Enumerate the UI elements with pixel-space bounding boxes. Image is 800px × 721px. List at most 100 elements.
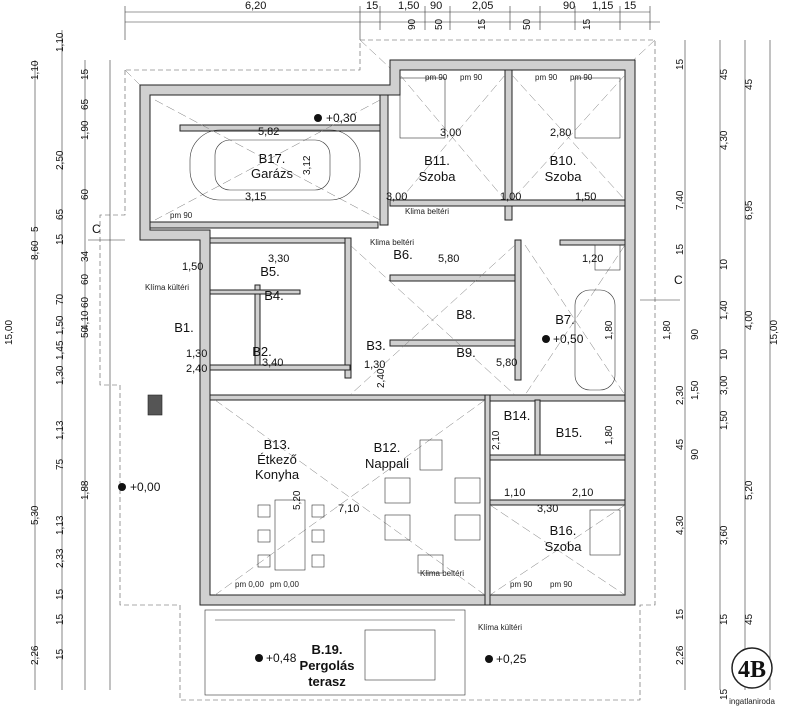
inner-dim-24: 2,40 bbox=[186, 363, 207, 375]
room-b3-code: B3. bbox=[366, 338, 386, 353]
inner-dim-12: 1,30 bbox=[364, 359, 385, 371]
room-b15-code: B15. bbox=[556, 425, 583, 440]
room-b2-code: B2. bbox=[252, 344, 272, 359]
room-b5-code: B5. bbox=[260, 264, 280, 279]
inner-dim-2: 3,15 bbox=[245, 191, 266, 203]
inner-dim-0: 5,82 bbox=[258, 126, 279, 138]
room-b19-name: Pergolás bbox=[300, 658, 355, 673]
dim-right-12: 4,00 bbox=[744, 310, 755, 330]
level-outside: +0,00 bbox=[130, 480, 161, 494]
inner-dim-1: 3,12 bbox=[302, 155, 313, 175]
dim-left-9: 5 bbox=[30, 226, 41, 232]
dim-left-1: 1,10 bbox=[55, 32, 66, 52]
note-pm90-1: pm 90 bbox=[425, 73, 448, 82]
dim-right-21: 4,30 bbox=[675, 515, 686, 535]
level-marker-icon bbox=[118, 483, 126, 491]
dim-top-4: 2,05 bbox=[472, 0, 493, 12]
dim-top-1: 15 bbox=[366, 0, 378, 12]
level-marker-icon bbox=[485, 655, 493, 663]
dim-left-7: 65 bbox=[55, 208, 66, 220]
room-b12-name: Nappali bbox=[365, 456, 409, 471]
note-klima-out-2: Klíma kültéri bbox=[478, 623, 522, 632]
top-dimension-chain: 6,20 15 1,50 90 2,05 90 1,15 15 90 50 15… bbox=[124, 0, 660, 40]
section-mark-right: C bbox=[674, 273, 683, 287]
level-marker-icon bbox=[542, 335, 550, 343]
dim-left-0: 1,10 bbox=[30, 60, 41, 80]
room-b13-name2: Konyha bbox=[255, 467, 300, 482]
room-diagonals bbox=[154, 74, 626, 596]
note-klima-1: Klima beltéri bbox=[405, 207, 449, 216]
dim-left-13: 60 bbox=[80, 273, 91, 285]
inner-dim-16: 7,10 bbox=[338, 503, 359, 515]
note-klima-out-1: Klíma kültéri bbox=[145, 283, 189, 292]
dim-left-30: 15,00 bbox=[4, 320, 15, 345]
inner-dim-18: 3,30 bbox=[537, 503, 558, 515]
room-b17-name: Garázs bbox=[251, 166, 293, 181]
dim-right-0: 15 bbox=[675, 58, 686, 70]
note-pm000-2: pm 0,00 bbox=[270, 580, 299, 589]
note-pm90-3: pm 90 bbox=[535, 73, 558, 82]
room-b4-code: B4. bbox=[264, 288, 284, 303]
right-dimension-chains: 15 45 4,30 6,95 7,40 45 10 1,40 1,80 15 … bbox=[662, 40, 780, 700]
room-b16-name: Szoba bbox=[545, 539, 583, 554]
note-pm90-4: pm 90 bbox=[570, 73, 593, 82]
dim-left-20: 1,88 bbox=[80, 480, 91, 500]
room-b13-name: Étkező bbox=[257, 452, 297, 467]
external-walls bbox=[139, 59, 636, 606]
dim-left-11: 1,45 bbox=[55, 340, 66, 360]
dim-left-23: 2,33 bbox=[55, 548, 66, 568]
inner-dim-8: 5,80 bbox=[438, 253, 459, 265]
room-b8-code: B8. bbox=[456, 307, 476, 322]
note-pm90-6: pm 90 bbox=[510, 580, 533, 589]
dim-top-6: 1,15 bbox=[592, 0, 613, 12]
inner-dim-4: 2,80 bbox=[550, 127, 571, 139]
dim-left-29: 8,60 bbox=[30, 240, 41, 260]
logo-text: ingatlaniroda bbox=[729, 697, 775, 706]
dim-top-9: 50 bbox=[434, 18, 445, 30]
inner-dim-20: 1,10 bbox=[504, 487, 525, 499]
inner-dimensions: 5,82 3,12 3,15 3,00 2,80 3,00 1,00 1,50 … bbox=[182, 126, 615, 515]
dim-left-24: 15 bbox=[55, 588, 66, 600]
dim-top-11: 50 bbox=[522, 18, 533, 30]
dim-left-12: 34 bbox=[80, 250, 91, 262]
level-b7: +0,50 bbox=[553, 332, 584, 346]
dim-right-18: 3,00 bbox=[719, 375, 730, 395]
dim-right-24: 45 bbox=[744, 613, 755, 625]
room-labels: B17. Garázs B11. Szoba B10. Szoba B6. B5… bbox=[174, 151, 582, 689]
dim-top-8: 90 bbox=[407, 18, 418, 30]
bathtub-icon bbox=[574, 244, 621, 391]
dim-top-12: 15 bbox=[582, 18, 593, 30]
chimney-hatch bbox=[147, 394, 163, 416]
dim-right-15: 1,50 bbox=[719, 410, 730, 430]
level-marker-icon bbox=[314, 114, 322, 122]
inner-dim-14: 2,40 bbox=[376, 368, 387, 388]
dim-right-14: 2,30 bbox=[675, 385, 686, 405]
bed-icon bbox=[399, 77, 621, 556]
dining-table-icon bbox=[257, 499, 325, 571]
dim-right-2: 4,30 bbox=[719, 130, 730, 150]
room-b6-code: B6. bbox=[393, 247, 413, 262]
dim-left-10: 1,50 bbox=[55, 315, 66, 335]
dim-right-8: 1,80 bbox=[662, 320, 673, 340]
inner-dim-19: 2,10 bbox=[572, 487, 593, 499]
dim-top-7: 15 bbox=[624, 0, 636, 12]
room-b17-code: B17. bbox=[259, 151, 286, 166]
dim-left-21: 5,30 bbox=[30, 505, 41, 525]
inner-dim-23: 1,80 bbox=[604, 425, 615, 445]
level-markers: +0,30 +0,50 +0,00 +0,48 +0,25 bbox=[118, 111, 584, 666]
sofa-icon bbox=[384, 439, 481, 574]
dim-right-23: 15 bbox=[719, 613, 730, 625]
room-b7-code: B7. bbox=[555, 312, 575, 327]
inner-dim-5: 3,00 bbox=[386, 191, 407, 203]
note-pm90-7: pm 90 bbox=[550, 580, 573, 589]
room-b12-code: B12. bbox=[374, 440, 401, 455]
dim-right-22: 3,60 bbox=[719, 525, 730, 545]
dim-left-27: 15 bbox=[55, 648, 66, 660]
dim-right-11: 90 bbox=[690, 328, 701, 340]
room-b1-code: B1. bbox=[174, 320, 194, 335]
dim-left-17: 1,30 bbox=[55, 365, 66, 385]
dim-right-20: 90 bbox=[690, 448, 701, 460]
dim-top-5: 90 bbox=[563, 0, 575, 12]
section-mark-left: C bbox=[92, 222, 101, 236]
